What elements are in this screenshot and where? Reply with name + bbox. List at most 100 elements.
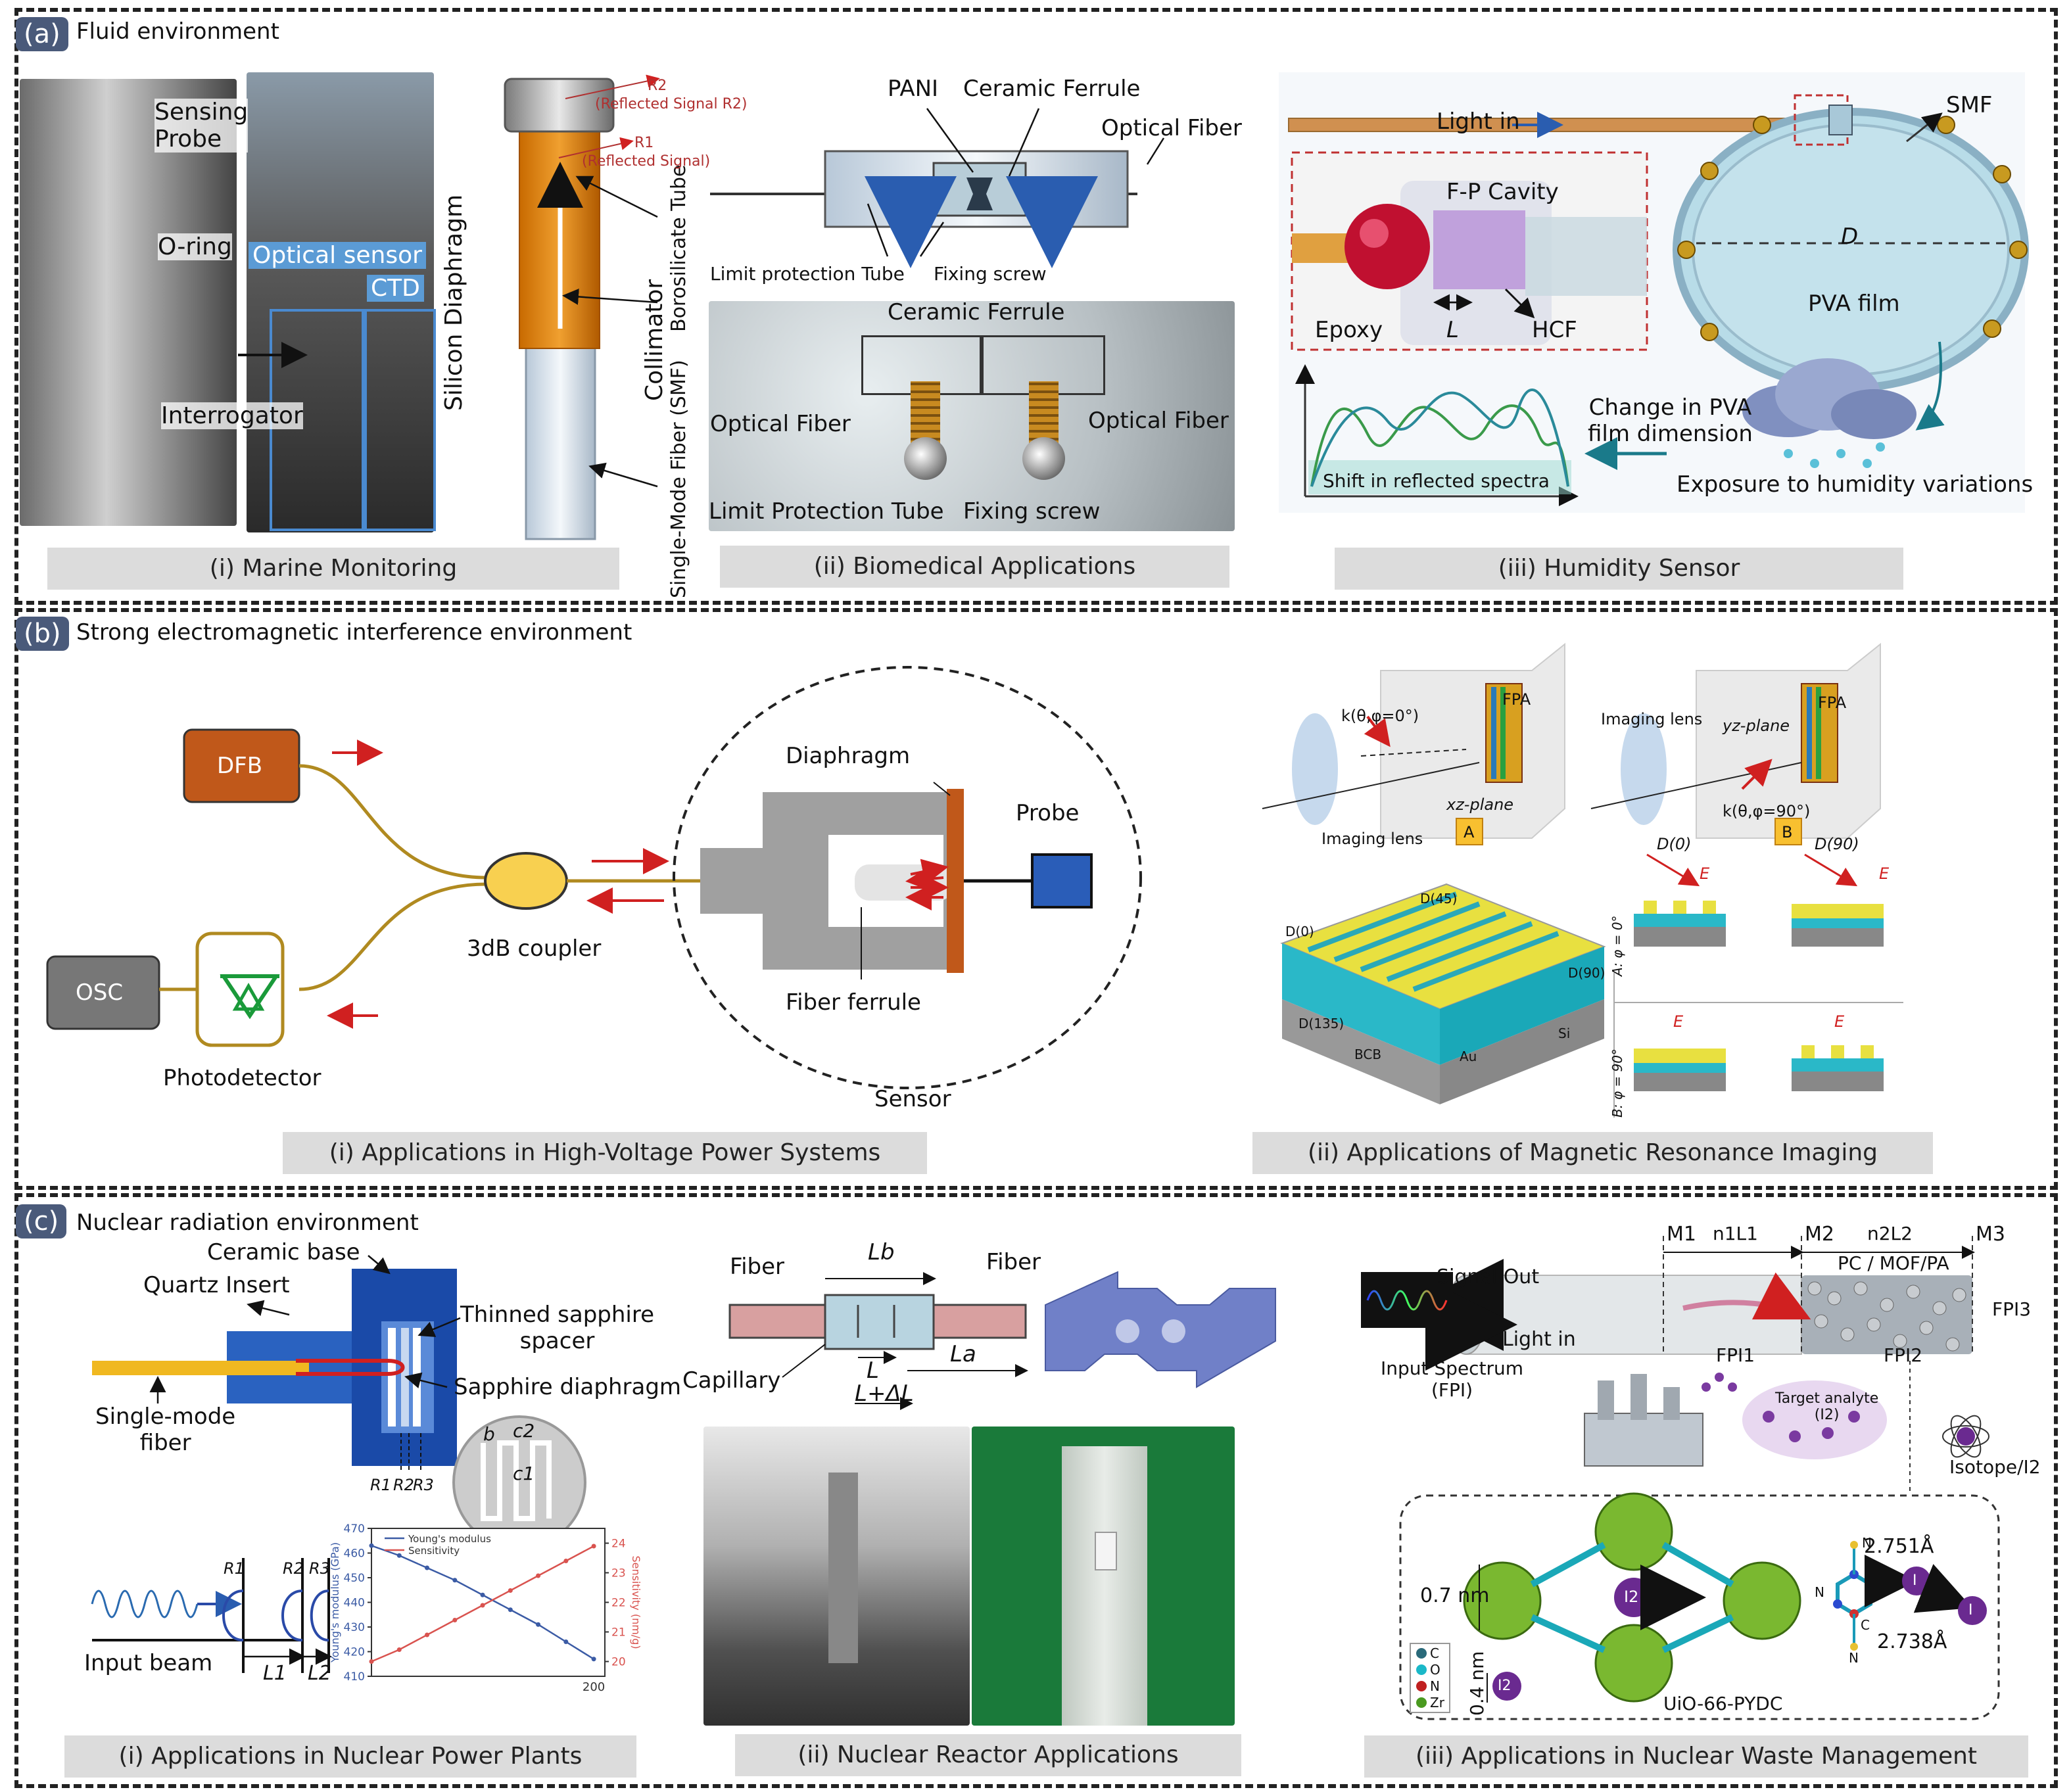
input-spectrum-label: Input Spectrum (FPI): [1381, 1357, 1524, 1401]
panel-c-label: (c): [16, 1204, 67, 1238]
mof-structure: [1463, 1492, 1801, 1703]
l-label: L: [867, 1357, 879, 1384]
data-point: [452, 1618, 458, 1622]
cavity-length-label: L: [1446, 317, 1459, 343]
caption-hv: (i) Applications in High-Voltage Power S…: [283, 1132, 927, 1174]
input-spectrum-icon: [1361, 1272, 1453, 1328]
legend-zr: Zr: [1430, 1695, 1444, 1710]
capillary-label: Capillary: [682, 1367, 781, 1394]
osc-box: [46, 955, 160, 1030]
nm07-label: 0.7 nm: [1420, 1584, 1490, 1607]
yz-plane-label: yz-plane: [1723, 717, 1790, 735]
reactor-photo-center: [1062, 1446, 1147, 1726]
caption-reactor: (ii) Nuclear Reactor Applications: [735, 1734, 1241, 1776]
caption-waste: (iii) Applications in Nuclear Waste Mana…: [1364, 1735, 2028, 1778]
fiber-ferrule-label: Fiber ferrule: [786, 989, 921, 1016]
target-analyte-label: Target analyte (I2): [1775, 1390, 1879, 1423]
y-tick-label: 420: [344, 1646, 365, 1659]
caption-marine: (i) Marine Monitoring: [47, 548, 619, 590]
fixing-screw-label: Fixing screw: [934, 263, 1047, 285]
light-in-label-waste: Light in: [1502, 1328, 1576, 1351]
y-tick-label: 430: [344, 1621, 365, 1634]
pc-mof-label: PC / MOF/PA: [1838, 1252, 1949, 1274]
marine-probe-photo: [20, 79, 237, 526]
fp-cavity-label: F-P Cavity: [1446, 179, 1559, 205]
y2-tick-label: 23: [611, 1567, 626, 1580]
data-point: [536, 1573, 541, 1578]
legend-label: Sensitivity: [408, 1545, 460, 1557]
n-top-label: N: [1862, 1535, 1872, 1551]
rain-cloud-icon: [1742, 358, 1916, 468]
fiber-right-label: Fiber: [986, 1249, 1041, 1275]
y-tick-label: 410: [344, 1670, 365, 1684]
bcb-label: BCB: [1354, 1047, 1382, 1062]
panel-b-label: (b): [16, 617, 69, 651]
legend-n: N: [1430, 1678, 1440, 1694]
o-ring-label: O-ring: [158, 233, 232, 260]
r2-sub-label: (Reflected Signal R2): [595, 96, 748, 112]
m3-label: M3: [1976, 1223, 2005, 1246]
thinned-sapphire-label: Thinned sapphire spacer: [460, 1302, 655, 1354]
panel-a-title: Fluid environment: [76, 18, 279, 45]
metasurface-block: [1280, 883, 1606, 1104]
au-label: Au: [1460, 1049, 1477, 1064]
c2-dim-label: c2: [513, 1420, 535, 1442]
sapphire-diaphragm-label: Sapphire diaphragm: [454, 1374, 682, 1400]
beam-r1-label: R1: [224, 1559, 245, 1578]
isotope-label: Isotope/I2: [1949, 1456, 2041, 1478]
data-point: [369, 1659, 374, 1664]
data-point: [563, 1639, 569, 1644]
reactor-specimen: [828, 1473, 858, 1663]
data-point: [591, 1657, 596, 1662]
fpi2-label: FPI2: [1884, 1344, 1923, 1366]
y-tick-label: 460: [344, 1547, 365, 1561]
d90-label: D(90): [1568, 965, 1606, 981]
y2-axis-label: Sensitivity (nm/g): [630, 1555, 642, 1649]
probe-label: Probe: [1016, 800, 1080, 826]
light-in-label: Light in: [1437, 108, 1520, 135]
probe-tube: [504, 78, 615, 540]
signal-out-label: Signal Out: [1437, 1265, 1540, 1288]
y-axis-label: Young's modulus (GPa): [329, 1542, 341, 1663]
d1-label: 2.751Å: [1864, 1535, 1934, 1558]
ctd-label: CTD: [367, 275, 424, 302]
caption-bio: (ii) Biomedical Applications: [720, 546, 1229, 588]
r2-label: R2: [648, 78, 667, 94]
data-point: [452, 1578, 458, 1583]
mof-inset: [1399, 1494, 2000, 1720]
m1-label: M1: [1667, 1223, 1696, 1246]
y2-tick-label: 22: [611, 1597, 626, 1610]
cs-d90-label: D(90): [1815, 835, 1859, 853]
data-point: [480, 1603, 485, 1608]
panel-c: [14, 1193, 2058, 1788]
si-label: Si: [1558, 1026, 1571, 1041]
input-beam-label: Input beam: [84, 1650, 213, 1676]
fpa-label-b: FPA: [1818, 694, 1847, 712]
y2-tick-label: 24: [611, 1538, 626, 1551]
y-tick-label: 450: [344, 1572, 365, 1585]
c-mol-label: C: [1861, 1617, 1870, 1633]
uio-label: UiO-66-PYDC: [1663, 1693, 1783, 1714]
n-bottom-label: N: [1849, 1650, 1859, 1666]
b-dim-label: b: [483, 1423, 495, 1445]
fpi3-label: FPI3: [1992, 1298, 2032, 1320]
interrogator-label: Interrogator: [161, 402, 303, 429]
bio-screw-head-left: [904, 437, 947, 480]
panel-b: [14, 608, 2058, 1190]
photo-screw-label: Fixing screw: [963, 498, 1101, 525]
molecule: [1833, 1541, 1987, 1651]
imaging-lens-label-a: Imaging lens: [1321, 830, 1423, 848]
data-point: [536, 1622, 541, 1627]
d0-label: D(0): [1285, 924, 1314, 939]
xz-plane-label: xz-plane: [1446, 795, 1514, 814]
imaging-lens-label-b: Imaging lens: [1601, 710, 1703, 728]
caption-humidity: (iii) Humidity Sensor: [1335, 548, 1903, 590]
shift-spectra-label: Shift in reflected spectra: [1323, 470, 1550, 492]
r1-label-npp: R1: [370, 1476, 391, 1494]
panel-a-label: (a): [16, 17, 68, 51]
n2l2-label: n2L2: [1867, 1223, 1913, 1244]
